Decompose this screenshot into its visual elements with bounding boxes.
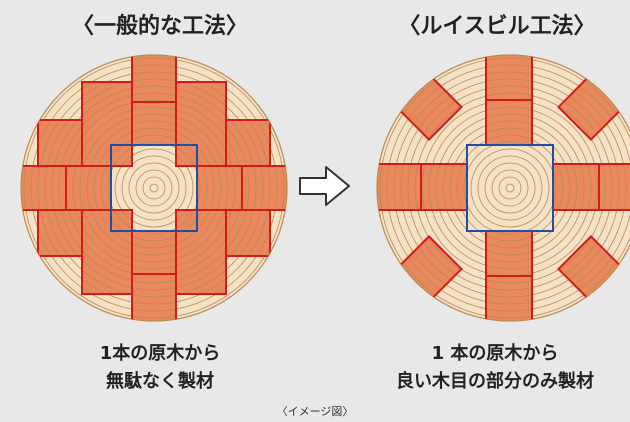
lumber-board-edge [131,273,177,321]
lumber-board [38,120,82,166]
growth-ring [470,148,550,228]
heartwood-core-outline [466,144,554,232]
growth-ring [491,169,529,207]
growth-ring [44,78,264,298]
heartwood-core-outline [110,144,198,232]
lumber-board [132,231,176,274]
bark-edge [20,54,288,322]
growth-ring [386,64,630,312]
growth-ring [135,169,173,207]
lumber-board [226,210,270,256]
growth-ring [58,92,250,284]
lumber-board [82,210,132,294]
growth-ring [23,57,285,319]
lumber-board-edge [37,209,83,257]
growth-ring [114,148,194,228]
caption-line-2: 良い木目の部分のみ製材 [396,371,594,392]
lumber-board [176,82,226,166]
lumber-boards [21,55,287,321]
growth-ring [498,176,522,200]
lumber-board [377,164,421,210]
growth-ring [435,113,585,263]
growth-rings [20,54,288,322]
growth-ring [477,155,543,221]
growth-ring [86,120,222,256]
lumber-board [38,210,82,256]
growth-ring [414,92,606,284]
arrow-right-outline-icon [299,166,350,206]
louisville-method-title: 〈ルイスビル工法〉 [398,14,596,39]
louisville-method-caption: 1 本の原木から 良い木目の部分のみ製材 [360,340,630,396]
growth-ring [37,71,271,305]
lumber-board [226,120,270,166]
louisville-cut-log-diagram [376,54,630,322]
lumber-board [242,166,287,210]
growth-ring [428,106,592,270]
lumber-board-edge [598,163,630,211]
growth-ring [128,162,180,214]
growth-ring [449,127,571,249]
growth-ring [505,183,515,193]
lumber-board [21,166,66,210]
conventional-method-title: 〈一般的な工法〉 [71,14,248,39]
image-illustration-note: 〈イメージ図〉 [276,405,354,418]
growth-ring [442,120,578,256]
lumber-board-edge [225,209,271,257]
growth-ring [51,85,257,291]
lumber-board [82,82,132,166]
lumber-board [486,276,532,321]
growth-ring [72,106,236,270]
lumber-board-edge [225,119,271,167]
growth-ring [456,134,564,242]
growth-ring [379,57,630,319]
conventional-method-caption: 1本の原木から 無駄なく製材 [40,340,280,396]
caption-line-1: 1本の原木から [99,343,221,364]
growth-ring [121,155,187,221]
lumber-board [132,102,176,145]
bark-edge [376,54,630,322]
growth-ring [30,64,278,312]
growth-ring [463,141,557,235]
growth-ring [149,183,159,193]
conventional-cut-log-diagram [20,54,288,322]
growth-ring [100,134,208,242]
growth-ring [93,127,215,249]
growth-ring [400,78,620,298]
growth-ring [107,141,201,235]
growth-ring [142,176,166,200]
caption-line-2: 無駄なく製材 [106,371,214,392]
growth-ring [484,162,536,214]
lumber-board-edge [37,119,83,167]
lumber-board-edge [485,275,533,321]
growth-ring [79,113,229,263]
lumber-board [486,55,532,100]
caption-line-1: 1 本の原木から [431,343,559,364]
growth-ring [407,85,613,291]
growth-ring [393,71,627,305]
lumber-board [176,210,226,294]
